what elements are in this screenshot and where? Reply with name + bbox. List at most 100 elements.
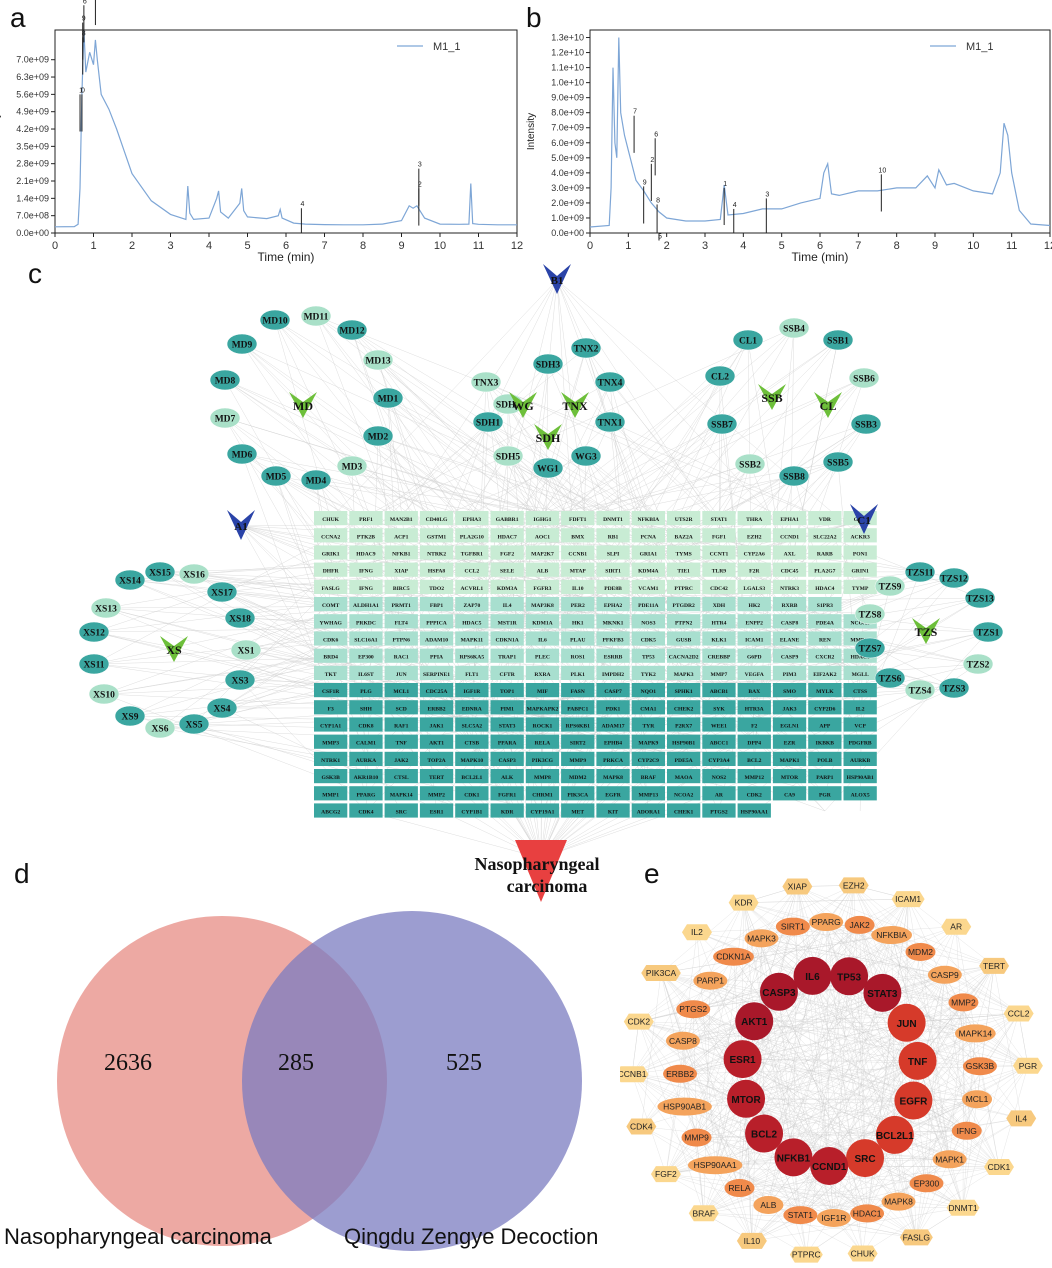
ingredient-node [90, 597, 122, 619]
gene-label: RAF1 [394, 724, 408, 730]
gene-box [737, 717, 771, 732]
ppi-middle-node [881, 1192, 916, 1211]
gene-box [702, 614, 736, 629]
gene-box [843, 683, 877, 698]
gene-box [561, 665, 595, 680]
gene-box [525, 786, 560, 801]
gene-box [596, 700, 630, 715]
gene-label: SPHK1 [675, 689, 693, 695]
x-tick-label: 1 [90, 240, 96, 252]
y-tick-label: 7.0e+09 [551, 123, 584, 133]
gene-box [702, 683, 736, 698]
ppi-outer-label: IL2 [691, 927, 703, 937]
ppi-edge [743, 902, 1000, 1168]
ingredient-node [226, 443, 258, 465]
gene-label: IL10 [572, 586, 584, 592]
gene-label: TDO2 [429, 586, 444, 592]
gene-label: F3 [328, 706, 334, 712]
gene-label: CYP19A1 [530, 810, 554, 816]
gene-box [455, 562, 489, 577]
ppi-outer-label: CDK1 [988, 1162, 1011, 1172]
panel-letter-b: b [526, 2, 542, 33]
gene-box [596, 803, 630, 818]
x-tick-label: 5 [779, 240, 785, 252]
network-edge [747, 339, 790, 605]
gene-box [561, 597, 595, 612]
ppi-middle-node [948, 993, 979, 1012]
network-edge [221, 518, 543, 709]
ppi-middle-label: IGF1R [821, 1213, 846, 1223]
gene-label: TOP2A [427, 758, 445, 764]
hub-arrow [850, 504, 878, 534]
gene-label: HDAC7 [498, 534, 517, 540]
y-tick-label: 3.0e+09 [551, 183, 584, 193]
ingredient-node [874, 575, 906, 597]
gene-box [667, 786, 701, 801]
gene-label: SHH [360, 706, 372, 712]
gene-label: MMP8 [534, 775, 551, 781]
ppi-edge [742, 1058, 1022, 1119]
gene-box [561, 631, 595, 646]
venn-right-count: 525 [446, 1050, 482, 1076]
ingredient-label: MD5 [266, 473, 287, 483]
peak-label: 4 [300, 201, 304, 208]
network-edge [221, 638, 331, 709]
ppi-hub-node [745, 1114, 784, 1153]
ppi-hub-label: TP53 [837, 972, 861, 983]
gene-box [455, 511, 489, 526]
x-tick-label: 0 [587, 240, 593, 252]
gene-box [384, 579, 418, 594]
ppi-edge [763, 1033, 976, 1134]
gene-label: ESRRB [604, 655, 623, 661]
network-edge [754, 377, 865, 708]
ppi-edge [853, 885, 1022, 1119]
ppi-hub-label: EGFR [900, 1097, 929, 1108]
gene-box [455, 631, 489, 646]
gene-box [455, 769, 489, 784]
ppi-edge [693, 1009, 914, 1101]
ppi-edge [638, 1021, 807, 1255]
gene-box [384, 562, 418, 577]
gene-box [455, 751, 489, 766]
gene-box [737, 700, 771, 715]
gene-box [702, 665, 736, 680]
ppi-edge [828, 926, 957, 1167]
gene-box [631, 803, 665, 818]
gene-label: TERT [429, 775, 444, 781]
gene-label: PLA2G7 [814, 569, 835, 575]
gene-label: ROS1 [571, 655, 586, 661]
gene-box [667, 665, 701, 680]
peak-label: 10 [878, 167, 886, 174]
gene-box [631, 700, 665, 715]
ingredient-node [904, 679, 936, 701]
ppi-outer-label: FGF2 [655, 1169, 677, 1179]
gene-box [419, 597, 454, 612]
gene-box [349, 700, 383, 715]
ppi-middle-node [657, 1097, 712, 1116]
gene-box [349, 528, 383, 543]
ppi-middle-node [951, 1121, 982, 1140]
gene-box [314, 769, 348, 784]
legend-label: M1_1 [966, 41, 994, 53]
gene-label: ALB [537, 569, 549, 575]
network-edge [860, 597, 981, 674]
ingredient-node [848, 367, 880, 389]
x-tick-label: 10 [434, 240, 446, 252]
ingredient-label: XS14 [119, 577, 141, 587]
disease-label-line2: carcinoma [507, 876, 588, 896]
gene-label: ROCK1 [533, 724, 553, 730]
network-edge [540, 690, 861, 859]
ppi-middle-label: RELA [728, 1183, 751, 1193]
gene-label: PPIA [430, 655, 443, 661]
ppi-edge [739, 1187, 899, 1202]
ppi-hub-label: STAT3 [867, 989, 898, 1000]
gene-box [525, 700, 560, 715]
ingredient-label: XS13 [95, 605, 117, 615]
gene-box [419, 562, 454, 577]
gene-box [314, 717, 348, 732]
gene-label: SIRT2 [570, 741, 586, 747]
gene-label: TIE1 [677, 569, 690, 575]
gene-label: PPPICA [426, 620, 447, 626]
gene-box [596, 631, 630, 646]
gene-box [772, 683, 807, 698]
